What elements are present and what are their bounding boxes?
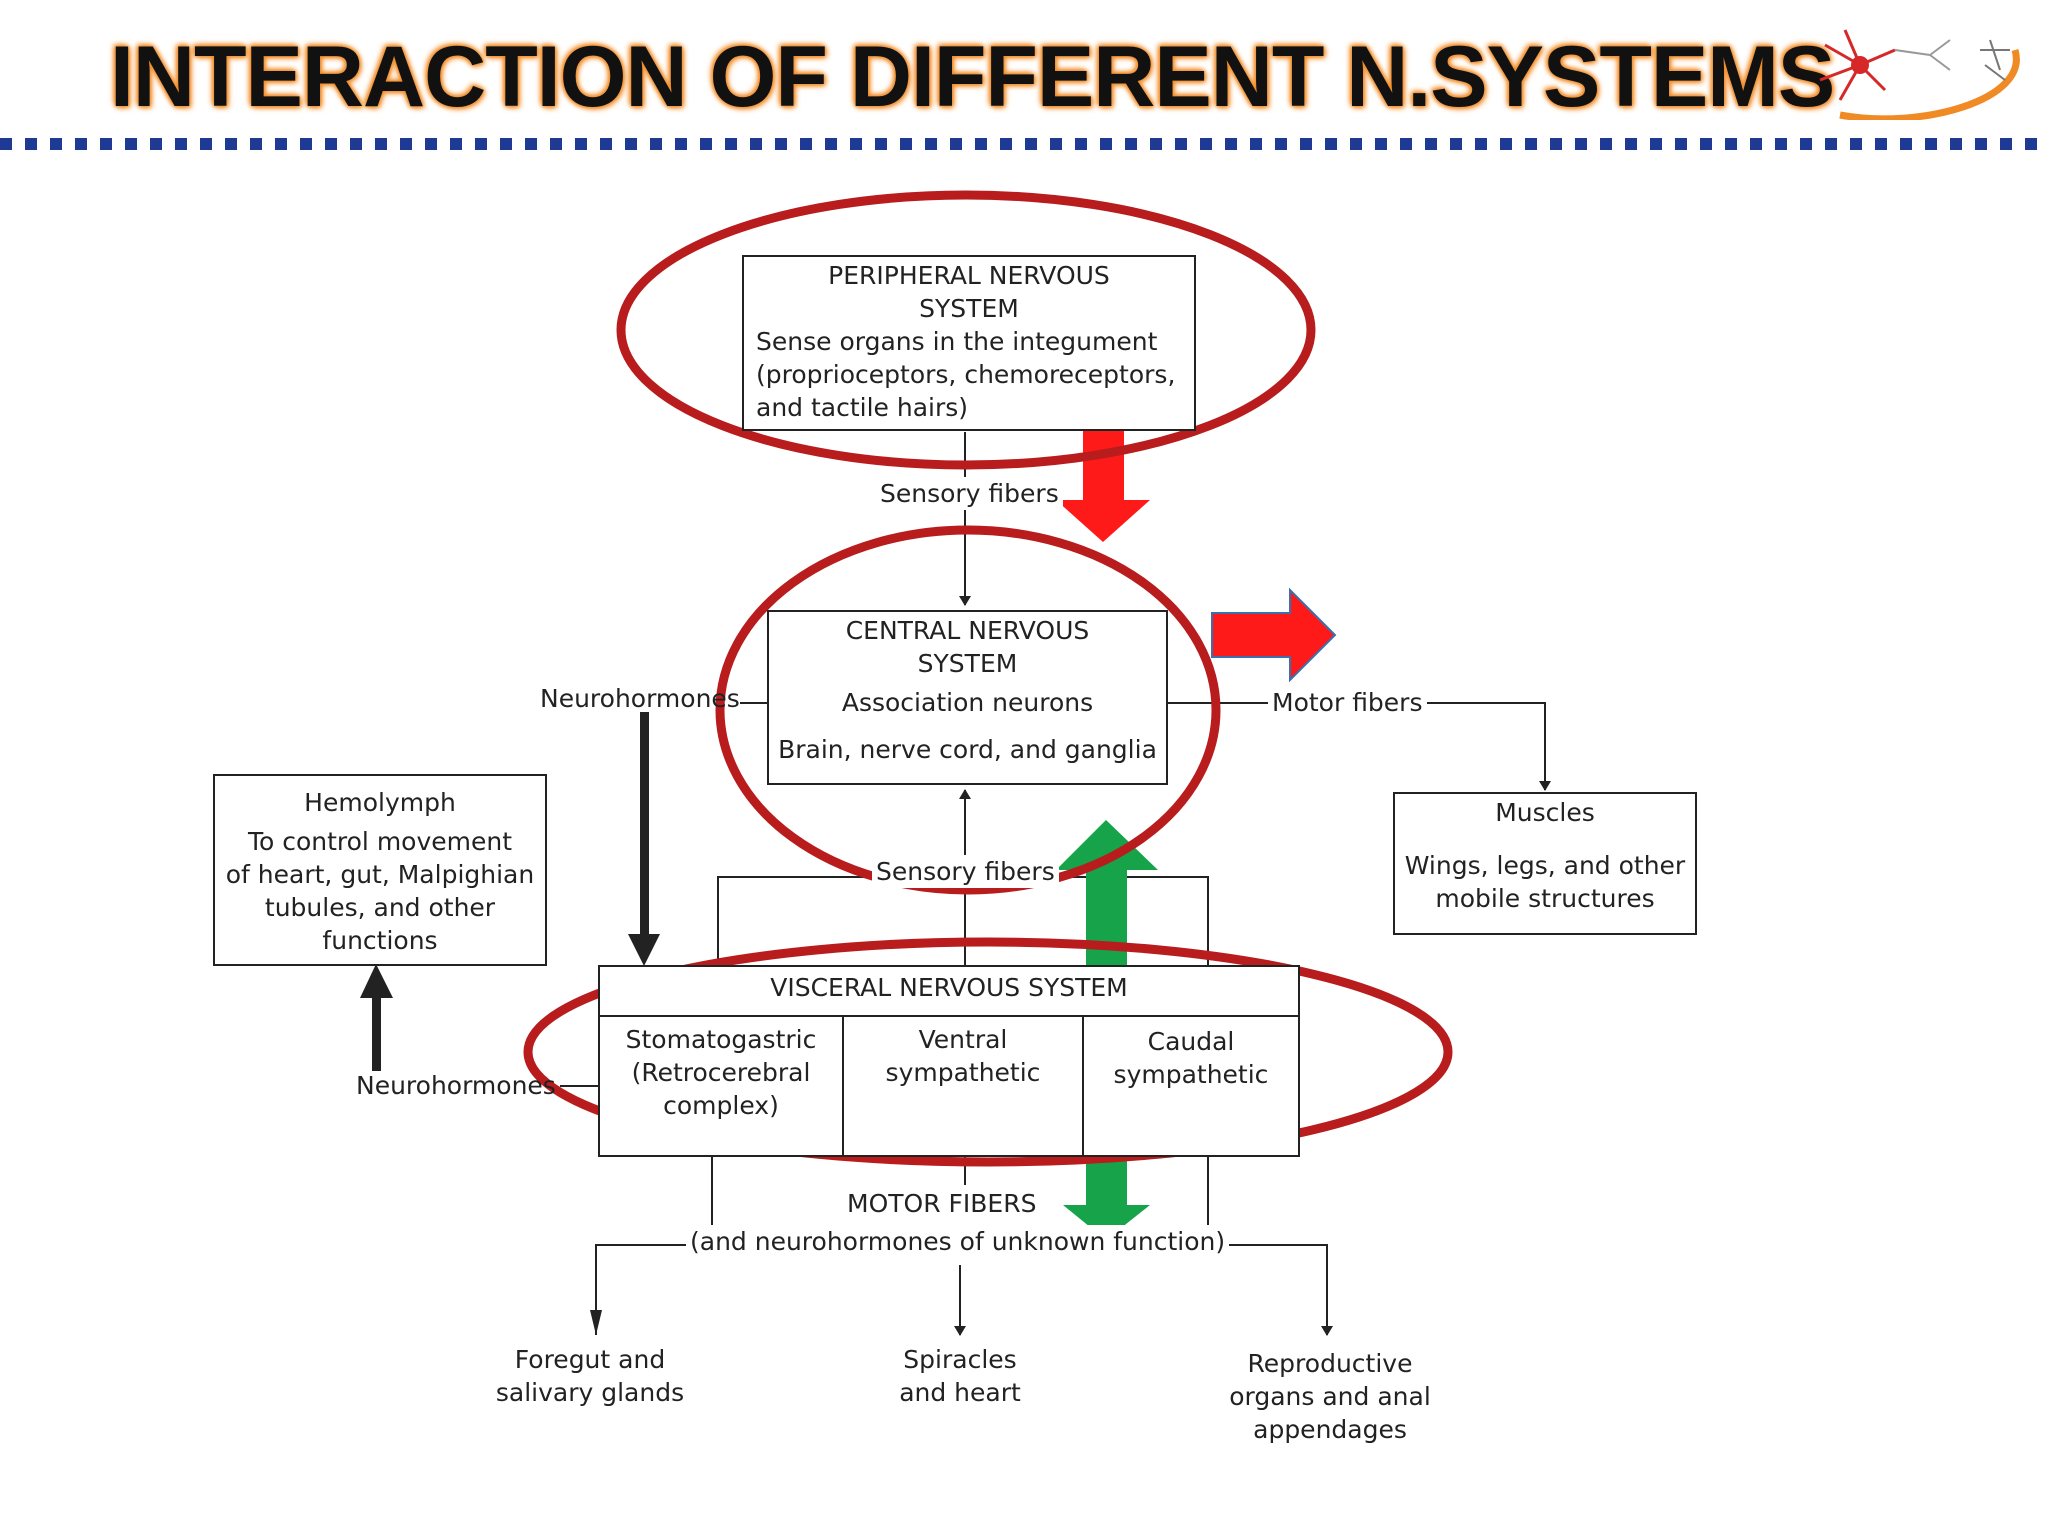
cns-box: CENTRAL NERVOUS SYSTEM Association neuro… — [767, 610, 1168, 785]
hemolymph-box: Hemolymph To control movement of heart, … — [213, 774, 547, 966]
vns-col1-line-3: complex) — [663, 1091, 779, 1120]
pns-title-1: PERIPHERAL NERVOUS — [828, 261, 1110, 290]
page-title: INTERACTION OF DIFFERENT N.SYSTEMS — [110, 29, 1835, 125]
cns-title-2: SYSTEM — [917, 649, 1018, 678]
motor-fibers-label: Motor fibers — [1268, 686, 1427, 719]
vns-col1-line-1: Stomatogastric — [625, 1025, 817, 1054]
hemolymph-title: Hemolymph — [304, 788, 456, 817]
output-foregut-line-1: Foregut and — [514, 1345, 666, 1374]
vns-col2-line-2: sympathetic — [885, 1058, 1041, 1087]
vns-divider-h — [600, 1015, 1298, 1017]
muscles-line-1: Wings, legs, and other — [1404, 851, 1686, 880]
output-repro-line-1: Reproductive — [1247, 1349, 1413, 1378]
vns-title: VISCERAL NERVOUS SYSTEM — [770, 973, 1128, 1002]
vns-divider-v1 — [842, 1015, 844, 1155]
muscles-line-2: mobile structures — [1435, 884, 1655, 913]
neurohormones-top-label: Neurohormones — [540, 684, 740, 713]
output-foregut: Foregut and salivary glands — [480, 1343, 700, 1409]
neuron-logo-icon — [1819, 29, 2020, 120]
output-repro-line-3: appendages — [1253, 1415, 1407, 1444]
green-flow-arrows — [1056, 820, 1158, 1240]
hemolymph-line-4: functions — [322, 926, 438, 955]
vns-ventral-sympathetic: Ventral sympathetic — [844, 1023, 1082, 1089]
output-spiracles-line-1: Spiracles — [903, 1345, 1017, 1374]
muscles-title: Muscles — [1495, 798, 1595, 827]
pns-line-3: and tactile hairs) — [756, 393, 969, 422]
red-flow-arrows — [1056, 410, 1337, 683]
motor-fibers-sub-label: (and neurohormones of unknown function) — [686, 1225, 1230, 1258]
vns-col3-line-2: sympathetic — [1113, 1060, 1269, 1089]
vns-stomatogastric: Stomatogastric (Retrocerebral complex) — [600, 1023, 842, 1122]
output-spiracles: Spiracles and heart — [860, 1343, 1060, 1409]
vns-divider-v2 — [1082, 1015, 1084, 1155]
output-repro-line-2: organs and anal — [1229, 1382, 1431, 1411]
vns-box: VISCERAL NERVOUS SYSTEM Stomatogastric (… — [598, 965, 1300, 1157]
vns-caudal-sympathetic: Caudal sympathetic — [1084, 1025, 1298, 1091]
sensory-fibers-mid-label: Sensory fibers — [872, 855, 1059, 888]
muscles-box: Muscles Wings, legs, and other mobile st… — [1393, 792, 1697, 935]
dotted-divider — [0, 138, 2048, 150]
motor-fibers-caps-label: MOTOR FIBERS — [843, 1187, 1041, 1220]
vns-col3-line-1: Caudal — [1147, 1027, 1235, 1056]
pns-title-2: SYSTEM — [919, 294, 1019, 323]
output-reproductive: Reproductive organs and anal appendages — [1210, 1347, 1450, 1446]
pns-line-1: Sense organs in the integument — [756, 327, 1158, 356]
pns-line-2: (proprioceptors, chemoreceptors, — [756, 360, 1176, 389]
hemolymph-line-1: To control movement — [247, 827, 513, 856]
cns-line-2: Brain, nerve cord, and ganglia — [778, 735, 1157, 764]
sensory-fibers-top-label: Sensory fibers — [876, 477, 1063, 510]
highlight-ellipses — [523, 190, 1453, 1167]
vns-col1-line-2: (Retrocerebral — [631, 1058, 811, 1087]
output-spiracles-line-2: and heart — [899, 1378, 1021, 1407]
hemolymph-line-3: tubules, and other — [264, 893, 496, 922]
hemolymph-line-2: of heart, gut, Malpighian — [225, 860, 535, 889]
neurohormone-arrows — [360, 712, 660, 1071]
cns-title-1: CENTRAL NERVOUS — [845, 616, 1090, 645]
pns-box: PERIPHERAL NERVOUS SYSTEM Sense organs i… — [742, 255, 1196, 431]
vns-col2-line-1: Ventral — [918, 1025, 1008, 1054]
cns-line-1: Association neurons — [841, 688, 1094, 717]
output-foregut-line-2: salivary glands — [495, 1378, 685, 1407]
neurohormones-bottom-label: Neurohormones — [356, 1071, 556, 1100]
